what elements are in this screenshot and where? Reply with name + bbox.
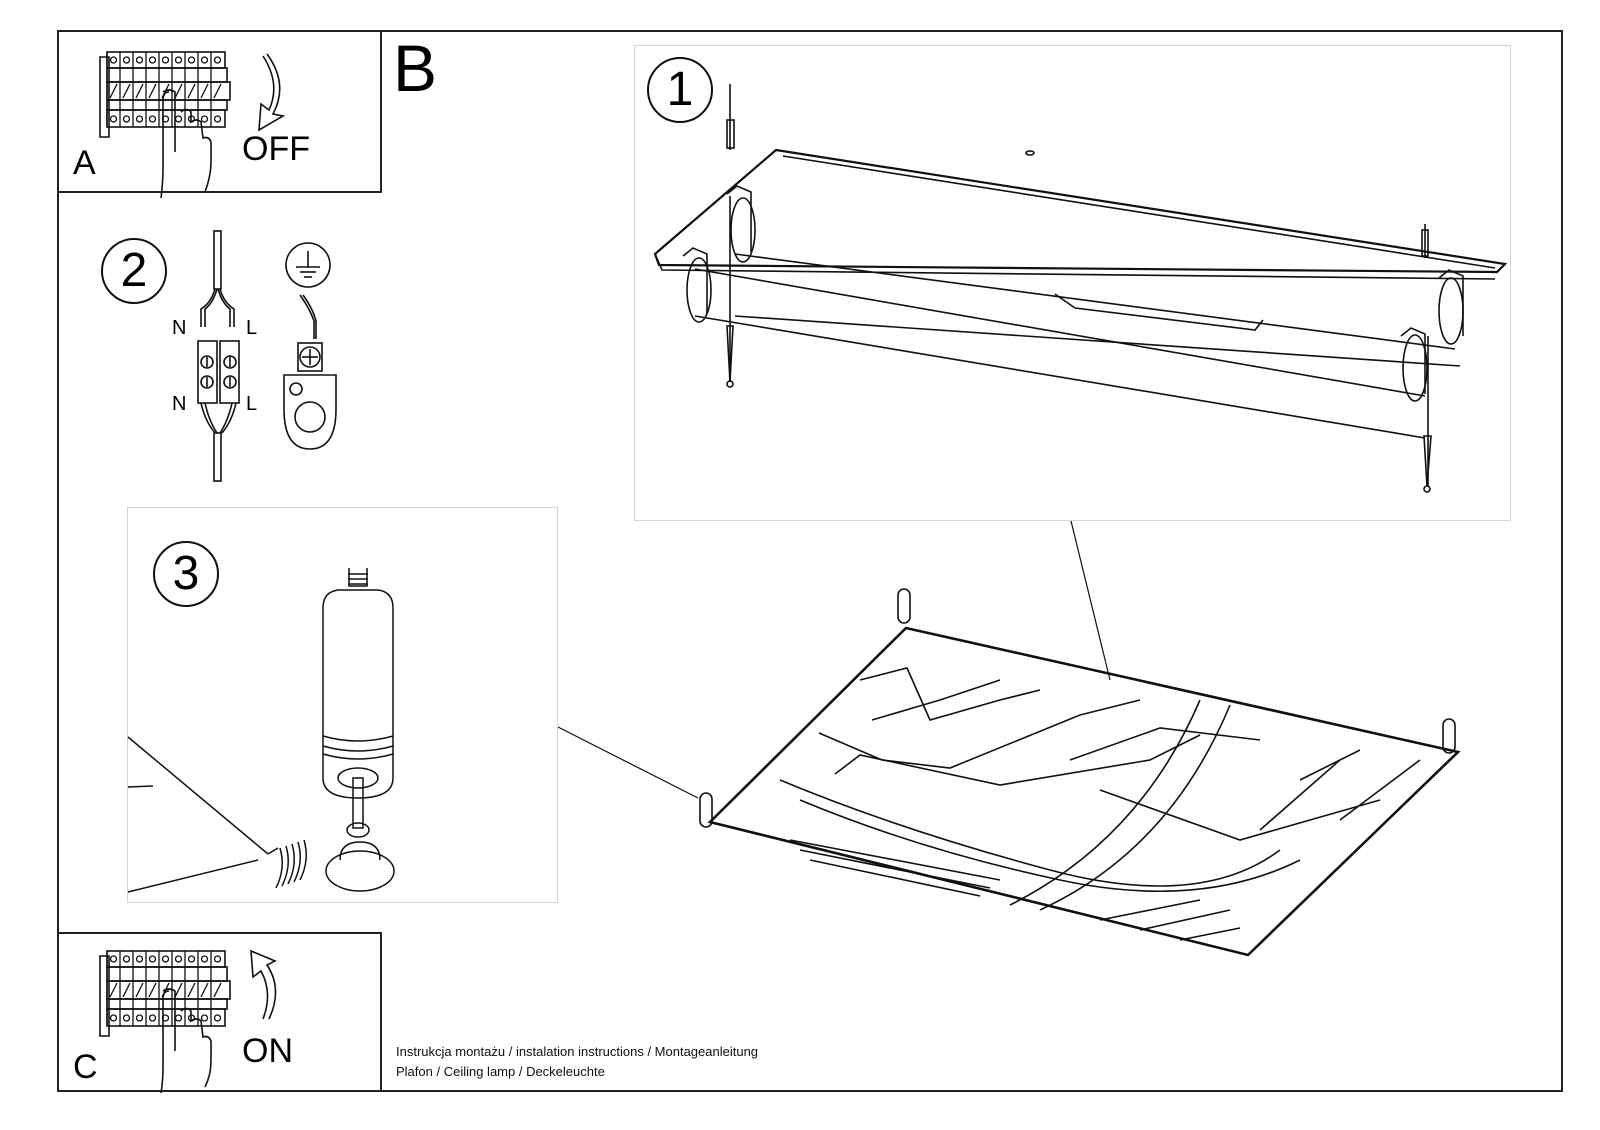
neutral-label-top: N	[172, 317, 187, 339]
breaker-switch-off-icon	[99, 51, 286, 199]
live-label-top: L	[246, 317, 258, 339]
section-a-box: A OFF	[57, 30, 382, 199]
step-1-badge: 1	[647, 57, 713, 123]
step-1-panel: 1	[634, 45, 1511, 521]
section-c-letter: C	[73, 1048, 98, 1086]
footer-line-product: Plafon / Ceiling lamp / Deckeleuchte	[396, 1064, 605, 1079]
on-label: ON	[242, 1032, 293, 1070]
footer-line-instructions: Instrukcja montażu / instalation instruc…	[396, 1044, 759, 1059]
neutral-label-bottom: N	[172, 393, 187, 415]
page-frame	[57, 30, 1563, 1092]
wiring-terminal-diagram	[197, 230, 337, 482]
step-2-badge: 2	[101, 238, 167, 304]
step-3-panel: 3	[127, 507, 558, 903]
breaker-switch-on-icon	[99, 949, 277, 1094]
live-label-bottom: L	[246, 393, 258, 415]
section-a-letter: A	[73, 144, 96, 182]
shade-attachment-illustration	[127, 568, 395, 893]
section-b-letter: B	[393, 31, 438, 105]
footer-caption: Instrukcja montażu / instalation instruc…	[396, 1042, 758, 1082]
off-label: OFF	[242, 130, 310, 168]
section-c-box: C ON	[57, 932, 382, 1094]
step-3-badge: 3	[153, 541, 219, 607]
mount-plate-illustration	[653, 84, 1508, 493]
